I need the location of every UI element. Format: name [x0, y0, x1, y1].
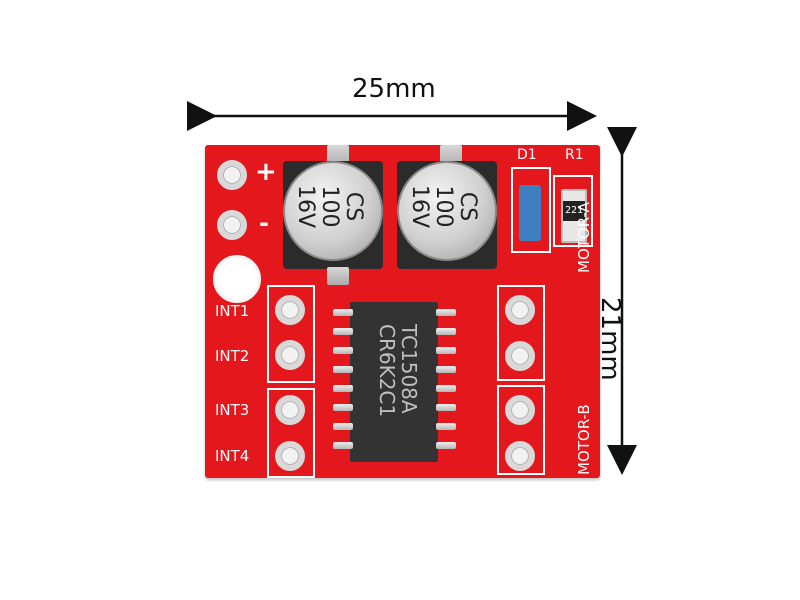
mounting-hole — [213, 255, 261, 303]
chip-pin — [436, 347, 456, 354]
input-group-1-outline — [267, 285, 315, 383]
motor-b-label: MOTOR-B — [575, 404, 593, 475]
chip-pin — [333, 385, 353, 392]
motor-b-pad-1 — [505, 395, 535, 425]
motor-b-outline — [497, 385, 545, 475]
driver-ic-chip: TC1508A CR6K2C1 — [350, 302, 438, 462]
motor-driver-board: + - CS 100 16V CS 100 16V D1 R1 221 INT1… — [205, 145, 600, 478]
r1-label: R1 — [565, 147, 584, 163]
resistor-r1: 221 — [561, 189, 587, 243]
chip-pin — [333, 328, 353, 335]
capacitor-2-text: CS 100 16V — [407, 185, 480, 229]
int4-pad — [275, 441, 305, 471]
d1-label: D1 — [517, 147, 537, 163]
input-group-2-outline — [267, 388, 315, 478]
chip-marking-1: TC1508A — [397, 324, 421, 414]
capacitor-1-text: CS 100 16V — [293, 185, 366, 229]
int1-pad — [275, 295, 305, 325]
chip-pin — [333, 423, 353, 430]
chip-pin — [333, 442, 353, 449]
int2-label: INT2 — [215, 347, 250, 365]
int2-pad — [275, 340, 305, 370]
minus-label: - — [259, 209, 269, 237]
int1-label: INT1 — [215, 302, 250, 320]
power-plus-pad — [217, 160, 247, 190]
chip-pin — [436, 423, 456, 430]
diode-d1 — [519, 185, 541, 241]
chip-pin — [333, 347, 353, 354]
int3-label: INT3 — [215, 401, 250, 419]
capacitor-2 — [397, 161, 497, 261]
motor-b-pad-2 — [505, 441, 535, 471]
motor-a-outline — [497, 285, 545, 381]
int4-label: INT4 — [215, 447, 250, 465]
chip-pin — [436, 366, 456, 373]
chip-pin — [333, 309, 353, 316]
plus-label: + — [255, 157, 277, 187]
chip-pin — [333, 366, 353, 373]
motor-a-label: MOTOR-A — [575, 202, 593, 273]
chip-pin — [436, 328, 456, 335]
chip-marking-2: CR6K2C1 — [375, 324, 399, 418]
width-dimension-label: 25mm — [352, 74, 436, 104]
d1-outline — [511, 167, 551, 253]
chip-pin — [436, 309, 456, 316]
motor-a-pad-1 — [505, 295, 535, 325]
chip-pin — [436, 385, 456, 392]
capacitor-1 — [283, 161, 383, 261]
r1-outline — [553, 175, 593, 247]
resistor-code: 221 — [563, 201, 585, 221]
chip-pin — [333, 404, 353, 411]
capacitor-tab — [327, 267, 349, 285]
power-minus-pad — [217, 210, 247, 240]
chip-pin — [436, 404, 456, 411]
motor-a-pad-2 — [505, 341, 535, 371]
chip-pin — [436, 442, 456, 449]
int3-pad — [275, 395, 305, 425]
